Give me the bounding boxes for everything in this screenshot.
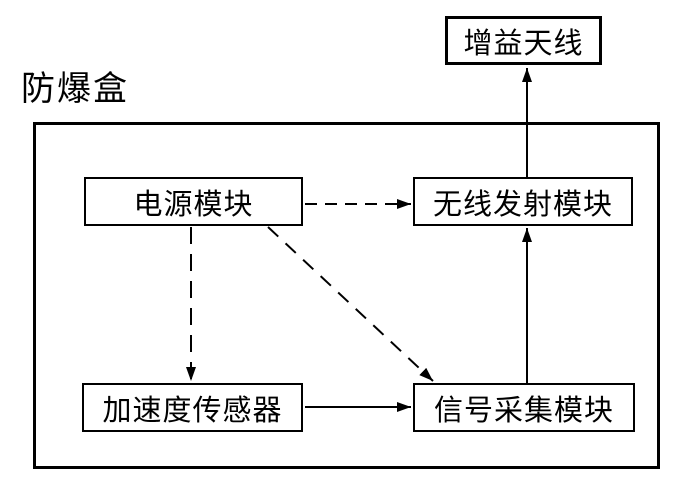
- node-gain-antenna: 增益天线: [445, 16, 602, 65]
- enclosure-box: [33, 122, 660, 469]
- enclosure-label: 防爆盒: [21, 71, 129, 108]
- node-wireless-transmitter-module: 无线发射模块: [413, 177, 633, 226]
- node-power-module: 电源模块: [84, 177, 303, 226]
- node-signal-acquisition-module: 信号采集模块: [413, 383, 635, 432]
- node-acceleration-sensor: 加速度传感器: [82, 383, 303, 432]
